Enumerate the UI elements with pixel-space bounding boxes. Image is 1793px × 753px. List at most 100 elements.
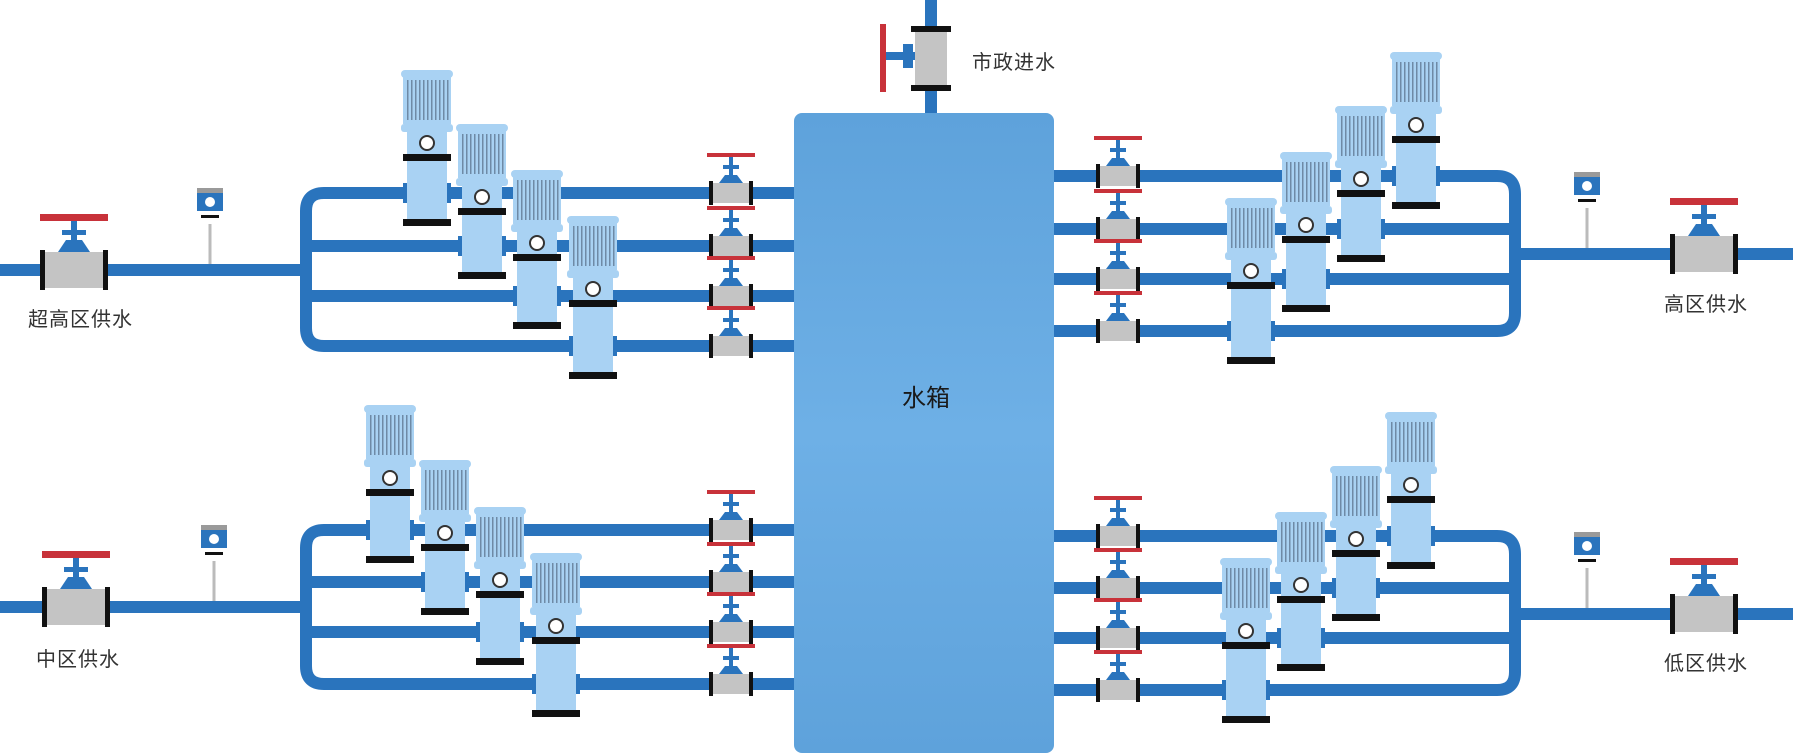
gauge-base: [1578, 199, 1596, 202]
pump-fin: [1246, 568, 1248, 608]
flange: [105, 587, 110, 627]
pump-fin: [494, 134, 496, 174]
pump-flange: [513, 254, 561, 261]
super-high-zone-label: 超高区供水: [28, 307, 133, 331]
pump-fin: [449, 470, 451, 510]
pump-fin: [1231, 208, 1233, 248]
components: [40, 24, 1738, 723]
gauge-base: [205, 552, 223, 555]
pump-flange: [403, 219, 451, 226]
valve-handle: [1094, 189, 1142, 193]
pump-fin: [605, 226, 607, 266]
valve-bonnet: [1106, 518, 1130, 526]
pump-flange: [1282, 305, 1330, 312]
gauge-cap: [201, 525, 227, 530]
pump-fin: [1373, 116, 1375, 156]
mid-pump: [474, 507, 526, 665]
pump-fin: [1302, 162, 1304, 202]
gauge-cap: [1574, 532, 1600, 537]
pump-fin: [1424, 62, 1426, 102]
tank-outlet-valve: [707, 256, 755, 308]
pump-fin: [370, 415, 372, 455]
pump-fin: [1404, 62, 1406, 102]
flange: [1733, 594, 1738, 634]
pump-fin: [1416, 62, 1418, 102]
valve-stem: [62, 230, 86, 235]
pump-body: [1231, 289, 1271, 359]
pump-inlet-flange: [476, 622, 480, 642]
pump-fin: [390, 415, 392, 455]
pump-gear-icon: [585, 281, 601, 297]
low-pump: [1385, 412, 1437, 569]
pump-fin: [484, 517, 486, 557]
pump-fin: [500, 517, 502, 557]
pump-inlet-flange: [1332, 578, 1336, 598]
high-pump: [1335, 106, 1387, 262]
valve-body: [44, 252, 104, 288]
pump-outlet-flange: [1431, 526, 1435, 546]
pump-flange: [513, 322, 561, 329]
pump-fin: [1321, 522, 1323, 562]
flange: [1136, 217, 1140, 241]
pump-fin: [386, 415, 388, 455]
pump-fin: [457, 470, 459, 510]
pump-fin: [1298, 162, 1300, 202]
pump-outlet-flange: [1271, 321, 1275, 341]
flange: [1096, 678, 1100, 702]
pump-inlet-flange: [569, 336, 573, 356]
gauge-cap: [197, 188, 223, 193]
valve-body: [711, 520, 751, 540]
pump-fin: [597, 226, 599, 266]
pump-fin: [517, 180, 519, 220]
flange: [709, 672, 713, 696]
pump-fin: [1317, 522, 1319, 562]
pump-body: [536, 644, 576, 712]
pump-fin: [398, 415, 400, 455]
valve-bonnet: [60, 577, 92, 589]
pressure-gauge: [197, 188, 223, 264]
pump-fin: [1411, 422, 1413, 462]
pump-fin: [540, 563, 542, 603]
pump-gear-icon: [1348, 531, 1364, 547]
pump-fin: [541, 180, 543, 220]
pump-fin: [1263, 208, 1265, 248]
pump-fin: [589, 226, 591, 266]
mid-pump: [364, 405, 416, 563]
pump-fin: [1364, 476, 1366, 516]
tank-outlet-valve: [1094, 239, 1142, 291]
pump-fin: [419, 80, 421, 120]
flange: [1096, 626, 1100, 650]
pump-fin: [1348, 476, 1350, 516]
pump-flange: [569, 372, 617, 379]
pump-fin: [453, 470, 455, 510]
super-high-manifold: [300, 187, 794, 352]
flange: [749, 234, 753, 258]
pump-fin: [1313, 522, 1315, 562]
pump-fin: [492, 517, 494, 557]
pump-fin: [498, 134, 500, 174]
pump-fin: [502, 134, 504, 174]
tank-outlet-valve: [707, 306, 755, 358]
mid-zone-valve: [42, 551, 110, 627]
pump-fin: [593, 226, 595, 266]
pump-motor-base: [1220, 612, 1272, 620]
pump-fin: [1293, 522, 1295, 562]
pump-fin: [572, 563, 574, 603]
flange: [1136, 524, 1140, 548]
pump-fin: [512, 517, 514, 557]
pump-motor-base: [511, 224, 563, 232]
pump-fin: [576, 563, 578, 603]
pump-flange: [1332, 614, 1380, 621]
valve-bonnet: [719, 512, 743, 520]
tank-outlet-valve: [1094, 496, 1142, 548]
flange: [709, 284, 713, 308]
pump-fin: [1419, 422, 1421, 462]
valve-bonnet: [1688, 584, 1720, 596]
valve-handle: [1670, 558, 1738, 565]
pump-fin: [520, 517, 522, 557]
pump-fin: [410, 415, 412, 455]
valve-stem: [64, 567, 88, 572]
pump-motor-base: [1330, 520, 1382, 528]
gauge-base: [1578, 559, 1596, 562]
